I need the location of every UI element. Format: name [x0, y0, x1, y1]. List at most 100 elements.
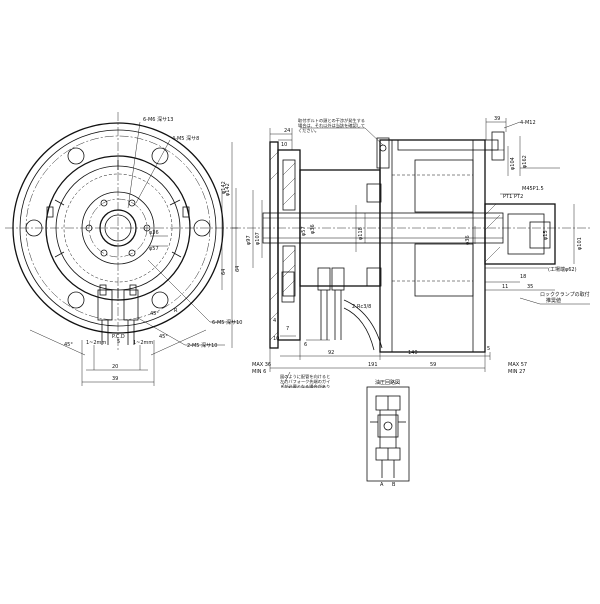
top-bolt	[491, 131, 505, 161]
side-left-dims	[231, 142, 366, 348]
flange-inner-edge	[19, 129, 217, 327]
note-bubble	[376, 137, 390, 169]
front-leaders	[127, 121, 240, 346]
port-b-label: B	[392, 482, 396, 488]
top-39-label: 39	[494, 116, 500, 122]
adapter-flange	[277, 149, 301, 341]
fitting	[331, 267, 345, 291]
left-10-label: 10	[273, 336, 279, 342]
slot	[46, 206, 54, 218]
width-39-label: 39	[112, 376, 118, 382]
port-body	[123, 289, 139, 321]
top-pipe	[397, 139, 499, 151]
side-dia-36r-label: φ36	[465, 235, 471, 245]
front-dimensions	[29, 190, 223, 386]
top-10-label: 10	[281, 142, 287, 148]
bottom-note-box: 図のように配管を向けると左カバフォーク先端のガイドが必要となる場合があります。	[280, 374, 331, 388]
side-dia-107-label: φ107	[255, 232, 261, 245]
hidden-ring	[63, 173, 173, 283]
bore-inner	[104, 214, 132, 242]
m5-tap-bottom-callout: 2-M5 深サ10	[187, 342, 217, 349]
slot	[182, 206, 190, 218]
top-note-leader	[364, 127, 384, 146]
right-35-label: 35	[527, 284, 533, 290]
max-left-label: MAX 36	[252, 362, 271, 368]
check-valve-ball	[383, 421, 393, 431]
right-note-line-1: ロッククランプの取付	[540, 291, 590, 298]
outer-bolt-holes	[25, 147, 211, 309]
right-note-leader	[519, 297, 541, 305]
angle-left-label: 45°	[64, 342, 73, 348]
top-m12-label: 4-M12	[520, 120, 536, 126]
val-64-label: 64	[221, 269, 227, 275]
fitting	[317, 267, 331, 291]
hub-tap-holes	[85, 199, 151, 257]
side-dia-36-label: φ36	[310, 224, 316, 234]
outer-flange-circle	[12, 122, 224, 334]
side-right-dims	[474, 167, 575, 291]
top-24-label: 24	[284, 128, 290, 134]
bottom-fittings	[281, 267, 383, 351]
right-note-line-2: 推奨値	[546, 297, 561, 304]
dim-5-label: 5	[487, 346, 490, 352]
clamp-nut-inner	[507, 213, 545, 255]
bolt-hole	[151, 147, 169, 165]
front-dia-142-label: φ142	[221, 181, 227, 194]
side-dia-15-label: φ15	[543, 230, 549, 240]
bottom-6-label: 6	[304, 342, 307, 348]
bottom-port-label: 2-Rc3/8	[352, 304, 371, 310]
front-view: 6-M6 深サ13 4-M5 深サ8 6-M5 深サ10 2-M5 深サ10 R…	[5, 112, 242, 386]
piston-top	[414, 159, 474, 213]
m5-tap-right-callout: 6-M5 深サ10	[212, 319, 242, 326]
hub-pcd	[88, 198, 148, 258]
body-circle	[45, 155, 191, 301]
bolt-hole	[67, 291, 85, 309]
slot-right-label: 1~2mm	[133, 340, 153, 346]
slot-left-label: 1~2mm	[86, 340, 106, 346]
bottom-note: 図のように配管を向けると左カバフォーク先端のガイドが必要となる場合があります。	[280, 374, 331, 388]
top-note-box: 取付ボルトの頭との干渉が発生する場合は、それ以外は当該を確認してください。	[298, 118, 365, 133]
dia-57-label: φ57	[149, 246, 159, 252]
m45-label: M45P1.5	[522, 186, 544, 192]
side-dia-118-label: φ118	[358, 227, 364, 240]
port-body	[97, 289, 113, 321]
bottom-7-label: 7	[286, 326, 289, 332]
clamp-nut-core	[529, 221, 551, 249]
pt1-label: PT1	[503, 194, 512, 200]
spindle	[262, 212, 504, 244]
angle-right-label: 45°	[159, 334, 168, 340]
bottom-note-leader	[281, 371, 291, 388]
adapter-hatch	[282, 162, 296, 293]
hub-outer-circle	[81, 191, 155, 265]
side-dia-162-label: φ162	[522, 155, 528, 168]
right-18-label: 18	[520, 274, 526, 280]
r-mark: R	[174, 308, 178, 314]
housing-cylinder	[379, 139, 486, 353]
pt2-label: PT2	[514, 194, 523, 200]
side-top-dims	[269, 118, 521, 176]
piston-bottom	[414, 243, 474, 297]
side-dia-104-label: φ104	[510, 157, 516, 170]
boss-top	[366, 183, 382, 203]
clamp-nut	[484, 203, 556, 265]
max-right-label: MAX 57	[508, 362, 527, 368]
adapter-pocket-bottom	[282, 245, 296, 297]
side-dia-101-label: φ101	[577, 237, 583, 250]
side-left-64-label: 64	[235, 266, 241, 272]
min-right-label: MIN 27	[508, 369, 525, 375]
side-dia-142-label: φ142	[225, 183, 231, 196]
port-a-label: A	[380, 482, 384, 488]
bottom-ports	[97, 289, 139, 345]
dim-59-label: 59	[430, 362, 436, 368]
dim-191-label: 191	[368, 362, 378, 368]
dim-140-label: 140	[408, 350, 418, 356]
adapter-pocket-top	[282, 159, 296, 211]
hydraulic-circuit: 油圧回路図 A B	[366, 379, 410, 488]
bolt-hole	[67, 147, 85, 165]
angle-bottom-label: 45°	[150, 311, 159, 317]
bore-circle	[99, 209, 137, 247]
side-dia-97-label: φ97	[246, 235, 252, 245]
right-11-label: 11	[502, 284, 508, 290]
min-left-label: MIN 6	[252, 369, 266, 375]
